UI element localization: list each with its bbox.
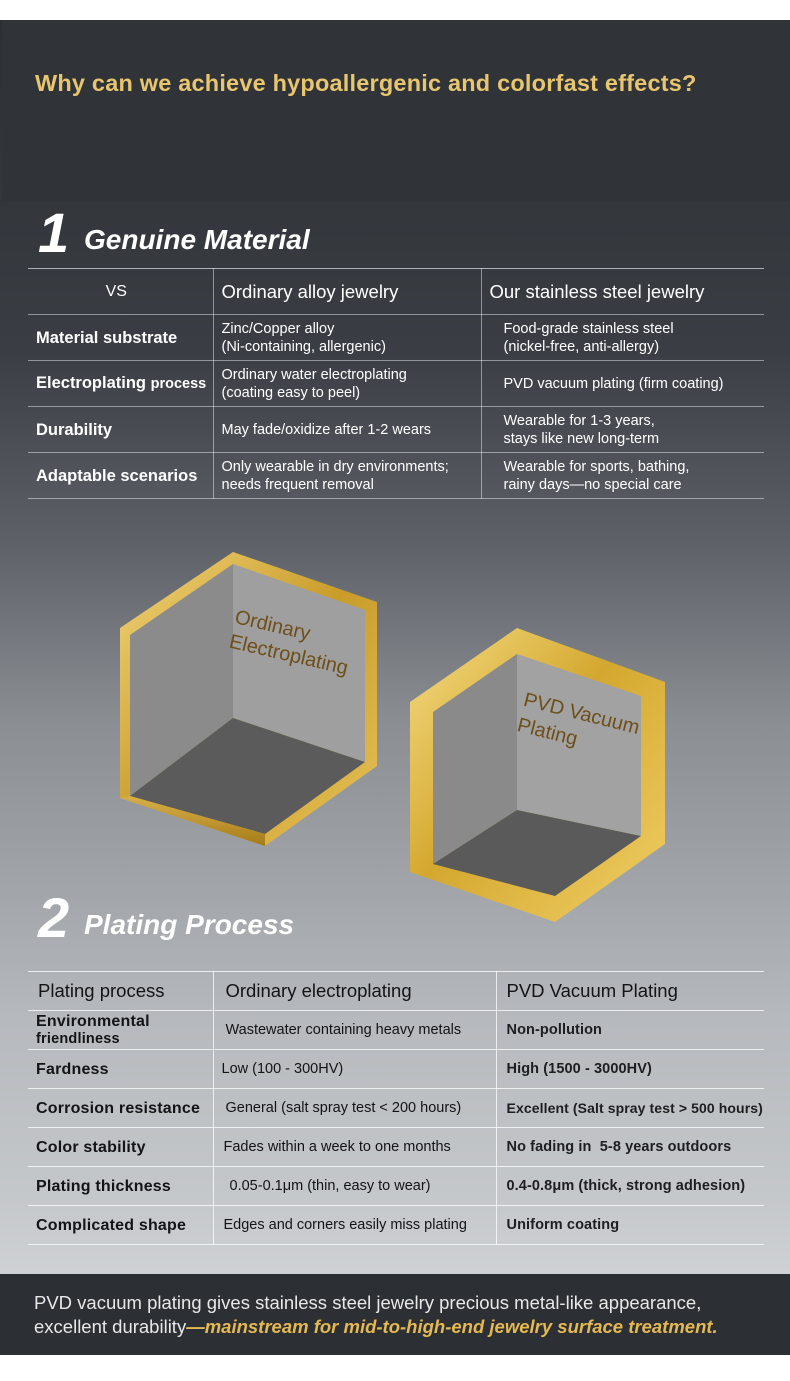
ordinary-cell: Only wearable in dry environments;needs …: [212, 452, 482, 499]
cell-line: May fade/oxidize after 1-2 wears: [221, 421, 432, 438]
ours-cell: Wearable for sports, bathing,rainy days—…: [480, 452, 764, 499]
ordinary-cell: Ordinary water electroplating(coating ea…: [212, 360, 482, 407]
cell-line: rainy days—no special care: [503, 476, 682, 493]
row-label: Fardness: [28, 1049, 214, 1089]
footer-text-emphasis: —mainstream for mid-to-high-end jewelry …: [186, 1316, 718, 1337]
table-row: Durability May fade/oxidize after 1-2 we…: [28, 406, 764, 453]
header-pvd-vacuum-plating: PVD Vacuum Plating: [495, 971, 764, 1011]
row-label-main: Electroplating: [36, 374, 147, 392]
table-row: Electroplating process Ordinary water el…: [28, 360, 764, 407]
table-row: Color stability Fades within a week to o…: [28, 1127, 764, 1167]
pvd-cell: 0.4-0.8μm (thick, strong adhesion): [495, 1166, 764, 1206]
table-row: Plating thickness 0.05-0.1μm (thin, easy…: [28, 1166, 764, 1206]
pvd-vacuum-plating-box-illustration: PVD Vacuum Plating: [410, 628, 665, 922]
cell-line: (coating easy to peel): [221, 384, 361, 401]
ordinary-electroplating-box-illustration: Ordinary Electroplating: [120, 552, 377, 846]
cell-line: needs frequent removal: [221, 476, 374, 493]
row-label: Adaptable scenarios: [28, 452, 214, 499]
pvd-cell: High (1500 - 3000HV): [495, 1049, 764, 1089]
table-header-row: Plating process Ordinary electroplating …: [28, 971, 764, 1011]
row-label-line: Environmental: [36, 1012, 150, 1030]
row-label: Plating thickness: [28, 1166, 214, 1206]
row-label: Durability: [28, 406, 214, 453]
pvd-cell: Non-pollution: [495, 1010, 764, 1050]
ours-cell: PVD vacuum plating (firm coating): [480, 360, 764, 407]
row-label: Electroplating process: [28, 360, 214, 407]
row-label: Complicated shape: [28, 1205, 214, 1245]
header-ordinary-alloy: Ordinary alloy jewelry: [212, 268, 482, 315]
plating-comparison-table: Plating process Ordinary electroplating …: [28, 971, 764, 1245]
table-row: Adaptable scenarios Only wearable in dry…: [28, 452, 764, 499]
ordinary-cell: 0.05-0.1μm (thin, easy to wear): [212, 1166, 497, 1206]
ours-cell: Food-grade stainless steel(nickel-free, …: [480, 314, 764, 361]
cell-line: Zinc/Copper alloy: [221, 320, 335, 337]
pvd-cell: Excellent (Salt spray test > 500 hours): [495, 1088, 764, 1128]
pvd-cell: No fading in 5-8 years outdoors: [495, 1127, 764, 1167]
cell-line: Food-grade stainless steel: [503, 320, 674, 337]
material-comparison-table: VS Ordinary alloy jewelry Our stainless …: [28, 268, 764, 499]
footer-text: PVD vacuum plating gives stainless steel…: [34, 1291, 774, 1339]
footer-band: PVD vacuum plating gives stainless steel…: [0, 1274, 790, 1355]
infographic: Why can we achieve hypoallergenic and co…: [0, 20, 790, 1355]
cell-line: Ordinary water electroplating: [221, 366, 407, 383]
ours-cell: Wearable for 1-3 years,stays like new lo…: [480, 406, 764, 453]
ordinary-cell: Edges and corners easily miss plating: [212, 1205, 497, 1245]
header-ordinary-electroplating: Ordinary electroplating: [212, 971, 497, 1011]
row-label-suffix: process: [150, 376, 207, 392]
footer-text-main: PVD vacuum plating gives stainless steel…: [34, 1292, 702, 1337]
cell-line: Wearable for 1-3 years,: [503, 412, 655, 429]
table-row: Complicated shape Edges and corners easi…: [28, 1205, 764, 1245]
ordinary-cell: Low (100 - 300HV): [212, 1049, 497, 1089]
header-stainless-steel: Our stainless steel jewelry: [480, 268, 764, 315]
row-label: Color stability: [28, 1127, 214, 1167]
section2-number: 2: [38, 886, 70, 949]
ordinary-cell: General (salt spray test < 200 hours): [212, 1088, 497, 1128]
cell-line: stays like new long-term: [503, 430, 660, 447]
table-row: Fardness Low (100 - 300HV) High (1500 - …: [28, 1049, 764, 1089]
ordinary-cell: Wastewater containing heavy metals: [212, 1010, 497, 1050]
section1-number: 1: [38, 201, 70, 264]
header-band: Why can we achieve hypoallergenic and co…: [2, 20, 790, 201]
row-label-line: friendliness: [36, 1030, 120, 1047]
section2-title: Plating Process: [84, 909, 295, 940]
ordinary-cell: Fades within a week to one months: [212, 1127, 497, 1167]
cell-line: Wearable for sports, bathing,: [503, 458, 690, 475]
ordinary-cell: May fade/oxidize after 1-2 wears: [212, 406, 482, 453]
cell-line: (nickel-free, anti-allergy): [503, 338, 660, 355]
pvd-cell: Uniform coating: [495, 1205, 764, 1245]
headline: Why can we achieve hypoallergenic and co…: [35, 70, 697, 96]
cell-line: Only wearable in dry environments;: [221, 458, 449, 475]
table-header-row: VS Ordinary alloy jewelry Our stainless …: [28, 268, 764, 315]
table-row: Material substrate Zinc/Copper alloy(Ni-…: [28, 314, 764, 361]
table-row: Corrosion resistance General (salt spray…: [28, 1088, 764, 1128]
cell-line: (Ni-containing, allergenic): [221, 338, 386, 355]
header-plating-process: Plating process: [28, 971, 214, 1011]
cell-line: PVD vacuum plating (firm coating): [503, 375, 724, 392]
ordinary-cell: Zinc/Copper alloy(Ni-containing, allerge…: [212, 314, 482, 361]
row-label: Corrosion resistance: [28, 1088, 214, 1128]
header-vs: VS: [28, 268, 214, 315]
row-label: Material substrate: [28, 314, 214, 361]
section1-title: Genuine Material: [84, 224, 310, 255]
